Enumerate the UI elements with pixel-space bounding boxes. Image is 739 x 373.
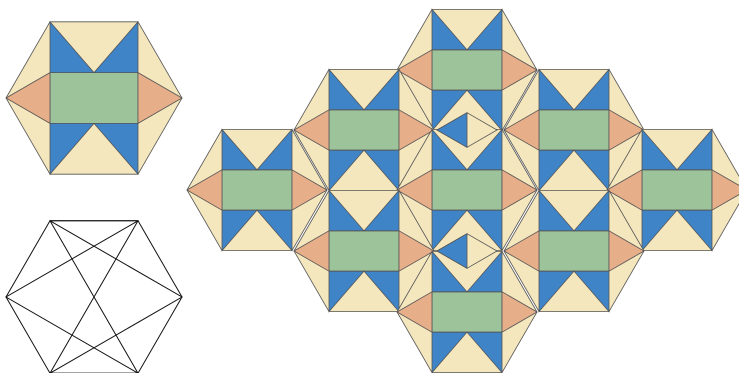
center-hexagon — [642, 170, 712, 210]
center-hexagon — [50, 73, 138, 124]
crossing-lines-center — [50, 221, 138, 373]
center-hexagon — [539, 231, 609, 271]
outline-hexagon-tile — [6, 221, 182, 373]
center-hexagon — [539, 110, 609, 150]
colored-hexagon-tile — [6, 22, 182, 174]
hexagon-tiling-pattern — [187, 9, 739, 372]
triangle-outline — [6, 221, 138, 373]
triangle-outline — [50, 221, 182, 373]
center-hexagon — [329, 231, 399, 271]
center-hexagon — [329, 110, 399, 150]
center-hexagon — [222, 170, 292, 210]
center-hexagon — [432, 50, 502, 90]
center-hexagon — [432, 292, 502, 332]
center-hexagon — [432, 170, 502, 210]
